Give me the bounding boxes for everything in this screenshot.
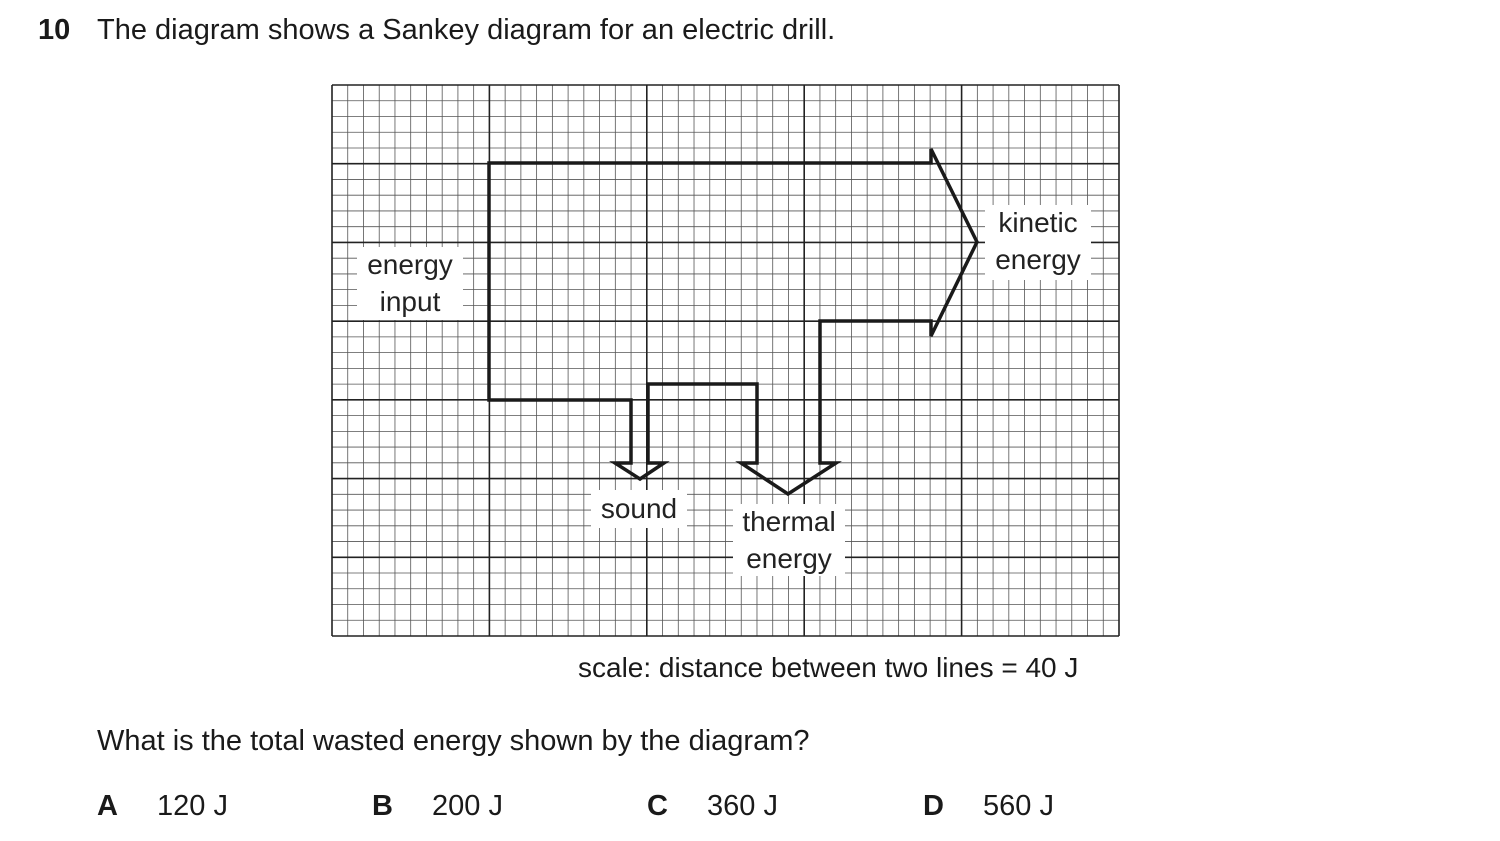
sound-label-bg	[591, 490, 687, 528]
sound-label: sound	[601, 493, 677, 524]
option-d-letter: D	[923, 790, 944, 822]
kinetic-energy-label-line1: kinetic	[998, 207, 1077, 238]
energy-input-label-bg	[357, 247, 463, 320]
option-d[interactable]: D 560 J	[923, 790, 1054, 823]
sankey-arrow-outline	[487, 148, 979, 497]
option-c-value: 360 J	[707, 790, 778, 822]
grid-minor-lines	[332, 85, 1119, 636]
option-a-value: 120 J	[157, 790, 228, 822]
option-c-letter: C	[647, 790, 668, 822]
question-stem: The diagram shows a Sankey diagram for a…	[97, 14, 836, 46]
option-a[interactable]: A 120 J	[97, 790, 228, 823]
kinetic-energy-label-bg	[985, 205, 1091, 280]
energy-input-label-line2: input	[380, 286, 441, 317]
thermal-energy-label-line1: thermal	[742, 506, 835, 537]
option-a-letter: A	[97, 790, 118, 822]
question-prompt: What is the total wasted energy shown by…	[97, 725, 810, 757]
thermal-energy-label-bg	[733, 504, 845, 576]
option-d-value: 560 J	[983, 790, 1054, 822]
thermal-energy-label-line2: energy	[746, 543, 832, 574]
option-b[interactable]: B 200 J	[372, 790, 503, 823]
scale-note: scale: distance between two lines = 40 J	[578, 652, 1079, 683]
option-c[interactable]: C 360 J	[647, 790, 778, 823]
question-number: 10	[38, 14, 71, 46]
option-b-value: 200 J	[432, 790, 503, 822]
option-b-letter: B	[372, 790, 393, 822]
energy-input-label-line1: energy	[367, 249, 453, 280]
kinetic-energy-label-line2: energy	[995, 244, 1081, 275]
grid-major-lines	[331, 84, 1120, 637]
